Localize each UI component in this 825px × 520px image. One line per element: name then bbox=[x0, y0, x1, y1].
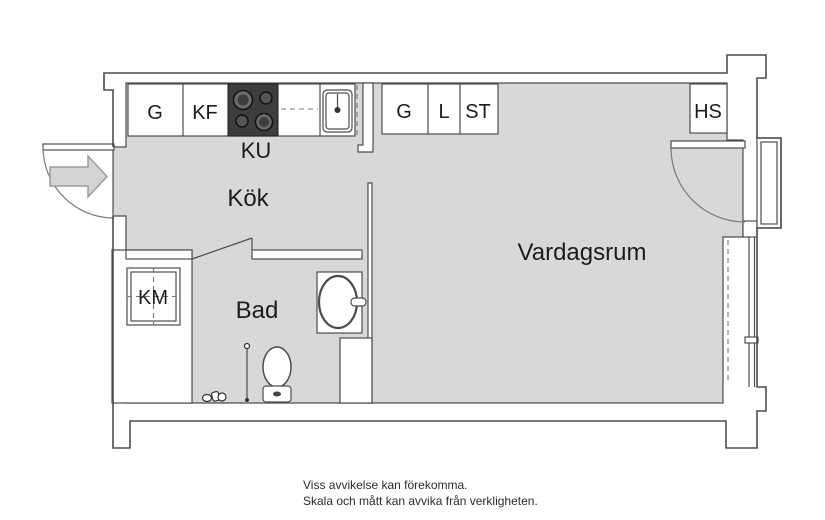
bath-faucet bbox=[350, 297, 367, 307]
balcony-door-swing bbox=[670, 147, 746, 223]
bathroom-door-leaf bbox=[191, 237, 253, 260]
bathroom-wall-left bbox=[125, 249, 193, 260]
disclaimer-line1: Viss avvikelse kan förekomma. bbox=[303, 478, 468, 492]
divider-wall-upper bbox=[357, 82, 374, 153]
label-kf: KF bbox=[192, 102, 218, 124]
shower-rail-end bbox=[243, 342, 251, 350]
bath-item bbox=[201, 393, 213, 403]
bathroom-right-wall bbox=[339, 337, 373, 404]
balcony-threshold-inner bbox=[760, 141, 778, 225]
bathroom-wall-right bbox=[251, 249, 363, 260]
label-km: KM bbox=[138, 287, 168, 309]
outer-wall bbox=[103, 54, 782, 449]
window-mullion bbox=[744, 336, 759, 344]
label-closet-g: G bbox=[396, 101, 412, 123]
label-kitchen: Kök bbox=[227, 185, 269, 212]
entry-door-leaf bbox=[42, 143, 115, 151]
kitchen-sink-basin bbox=[325, 92, 350, 130]
shower-rail-end bbox=[245, 398, 249, 402]
entry-door-swing bbox=[42, 146, 115, 219]
label-closet-hs: HS bbox=[694, 101, 722, 123]
label-ku: KU bbox=[241, 138, 272, 163]
burner-large-inner bbox=[237, 94, 249, 106]
label-closet-l: L bbox=[438, 101, 449, 123]
balcony-wall-stub bbox=[742, 220, 758, 238]
kitchen-faucet bbox=[334, 107, 341, 113]
label-cabinet-g: G bbox=[147, 102, 163, 124]
burner-large-inner bbox=[259, 117, 269, 127]
entry-arrow bbox=[49, 154, 109, 199]
label-bathroom: Bad bbox=[236, 297, 279, 324]
label-closet-st: ST bbox=[465, 101, 491, 123]
label-living-room: Vardagsrum bbox=[518, 239, 647, 266]
balcony-door-leaf bbox=[670, 140, 746, 149]
closet-hs bbox=[689, 83, 728, 134]
toilet-bowl bbox=[262, 346, 292, 388]
closet-row bbox=[381, 83, 499, 135]
burner-small bbox=[235, 114, 249, 128]
disclaimer-line2: Skala och mått kan avvika från verklighe… bbox=[303, 494, 538, 508]
burner-small bbox=[259, 91, 273, 105]
bath-item bbox=[217, 392, 227, 402]
toilet-button bbox=[273, 391, 281, 397]
